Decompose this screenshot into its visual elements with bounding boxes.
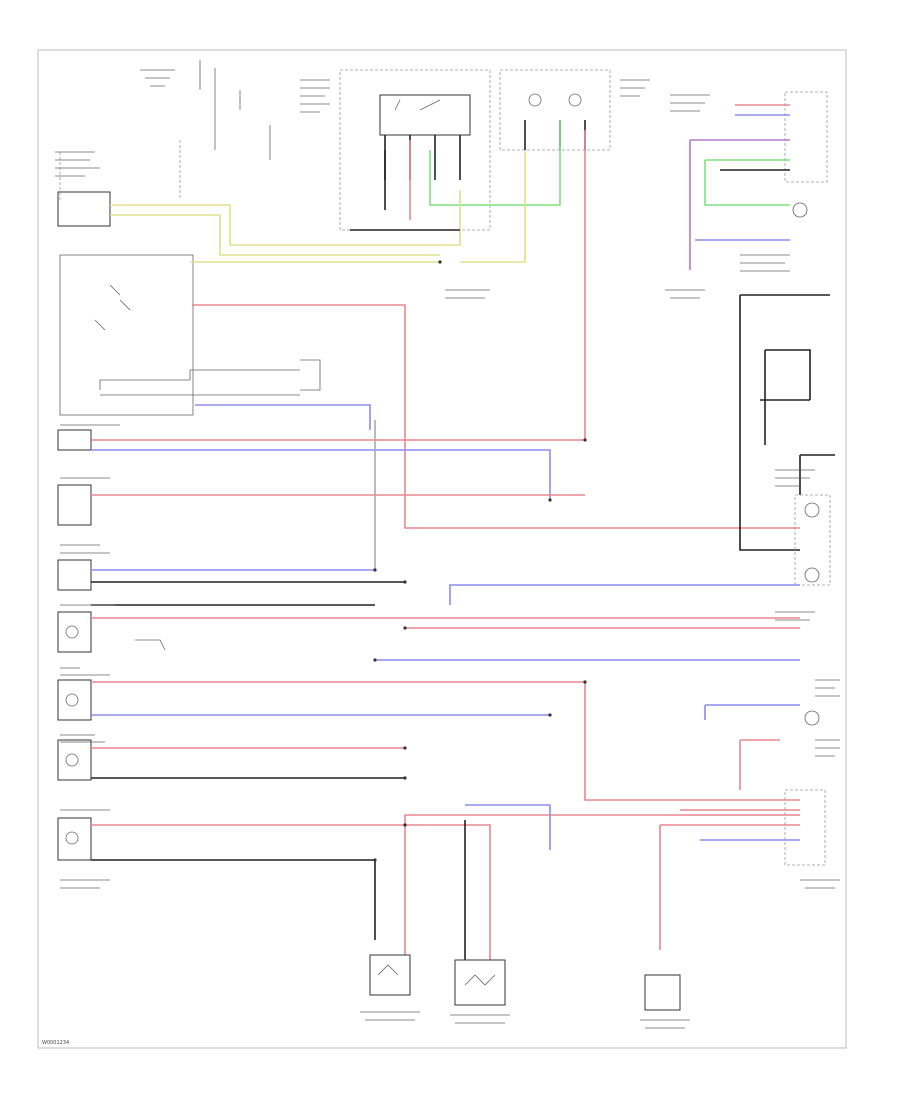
- mid-wires: [91, 420, 820, 801]
- top-center-switches: [339, 69, 611, 231]
- diagram-frame: [37, 49, 847, 1049]
- top-left-components: [57, 60, 321, 416]
- top-wires: [110, 120, 800, 529]
- label-scribbles: [55, 69, 840, 1029]
- left-component-blocks: [57, 429, 92, 861]
- bottom-components: [369, 954, 681, 1011]
- junction-dots: [373, 260, 587, 862]
- bottom-wires: [91, 789, 826, 960]
- footer-code: W0001234: [42, 1040, 69, 1046]
- top-right-components: [689, 91, 835, 586]
